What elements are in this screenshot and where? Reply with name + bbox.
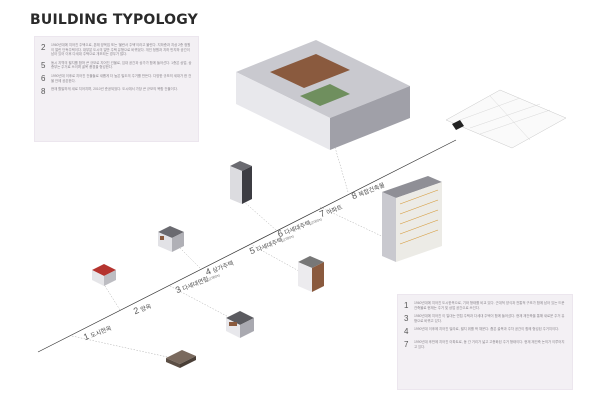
note-item: 1 1960년대에 지어진 도시한옥으로, 기와 형태를 비교 있다. 근대적 … (404, 301, 566, 310)
note-text: 1960년대에 지어진 주택으로, 본래 양옥집 또는 '불란서 주택'이라고 … (51, 43, 191, 57)
note-number: 7 (404, 340, 409, 350)
note-number: 8 (41, 87, 46, 97)
note-text: 1990년대 후반에 지어진 아파트로, 동 간 거리가 넓고 고층화된 주거 … (414, 340, 565, 349)
building-8-complex (236, 40, 410, 150)
building-5 (298, 256, 324, 292)
note-number: 5 (41, 60, 46, 70)
note-item: 3 1980년대에 지어진 이 일대는 연립 주택과 다세대 주택이 함께 들어… (404, 314, 566, 323)
note-text: 1980년대에 지어진 이 일대는 연립 주택과 다세대 주택이 함께 들어섰다… (414, 314, 565, 323)
building-3 (226, 311, 254, 338)
note-item: 7 1990년대 후반에 지어진 아파트로, 동 간 거리가 넓고 고층화된 주… (404, 340, 566, 349)
note-number: 4 (404, 327, 409, 337)
building-1-hanok (166, 350, 196, 368)
note-item: 5 동시 지역의 필지를 합쳐 큰 규모로 지어진 건물로, 임대 공간과 상가… (41, 61, 192, 70)
building-4-sangga (158, 226, 184, 252)
note-number: 3 (404, 314, 409, 324)
timeline-axis (37, 139, 457, 353)
building-6 (230, 161, 252, 204)
note-text: 1990년대 이후에 지어진 빌라로, 필지 위를 꽉 채운다. 좁은 골목과 … (414, 327, 560, 332)
note-number: 2 (41, 43, 46, 52)
note-text: 1960년대에 지어진 도시한옥으로, 기와 형태를 비교 있다. 근대적 양식… (414, 301, 565, 310)
note-text: 1990년대 이후로 지어진 건물들로 새롭게 더 높은 밀도의 주거를 만든다… (51, 73, 192, 83)
note-item: 8 현재 활발하게 새로 지어지며, 2010년 준공되었다. 도시에서 가장 … (41, 87, 192, 96)
left-notes-panel: 2 1960년대에 지어진 주택으로, 본래 양옥집 또는 '불란서 주택'이라… (34, 36, 199, 142)
site-map (445, 89, 567, 149)
note-item: 6 1990년대 이후로 지어진 건물들로 새롭게 더 높은 밀도의 주거를 만… (41, 74, 192, 83)
note-text: 현재 활발하게 새로 지어지며, 2010년 준공되었다. 도시에서 가장 큰 … (51, 87, 178, 92)
page-title: BUILDING TYPOLOGY (30, 12, 198, 28)
note-item: 2 1960년대에 지어진 주택으로, 본래 양옥집 또는 '불란서 주택'이라… (41, 43, 192, 57)
note-item: 4 1990년대 이후에 지어진 빌라로, 필지 위를 꽉 채운다. 좁은 골목… (404, 327, 566, 336)
building-2-yangok (92, 264, 116, 286)
right-notes-panel: 1 1960년대에 지어진 도시한옥으로, 기와 형태를 비교 있다. 근대적 … (397, 294, 573, 390)
note-number: 6 (41, 73, 46, 83)
note-number: 1 (404, 301, 409, 310)
building-7-apartment (382, 176, 442, 262)
note-text: 동시 지역의 필지를 합쳐 큰 규모로 지어진 건물로, 임대 공간과 상가가 … (51, 60, 192, 70)
